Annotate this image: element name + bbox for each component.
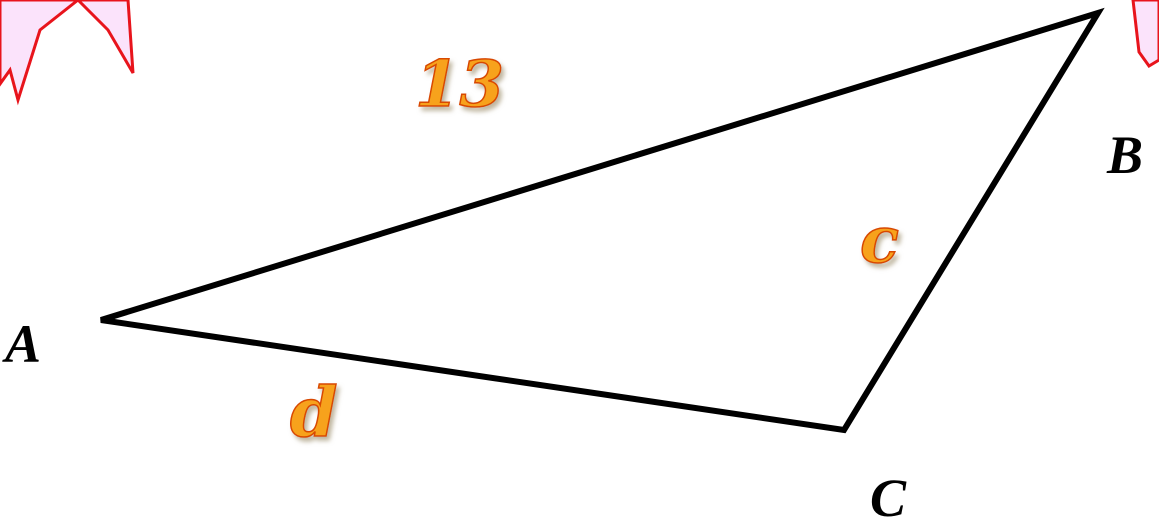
side-label-bc: c <box>860 203 899 278</box>
burst-shape-left <box>0 0 135 106</box>
side-label-ac: d <box>290 373 338 453</box>
burst-shape-right <box>1131 0 1159 68</box>
vertex-label-b: B <box>1106 125 1143 185</box>
side-label-ab: 13 <box>415 47 504 122</box>
vertex-label-c: C <box>870 468 907 525</box>
vertex-label-a: A <box>2 314 41 374</box>
triangle-outline <box>100 7 1105 434</box>
